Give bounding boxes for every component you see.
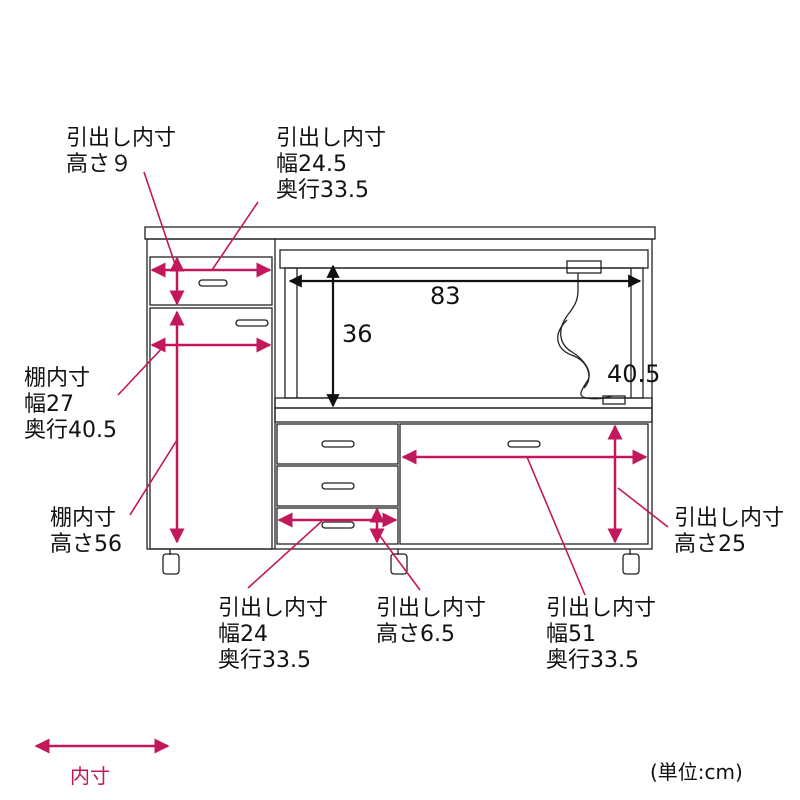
label-value: 高さ25 [674, 532, 746, 557]
label-value: 幅51 [546, 622, 596, 647]
label-value: 幅27 [24, 392, 74, 417]
large-drawer [399, 423, 649, 545]
legend-label: 内寸 [70, 764, 110, 788]
label-drawer-large-dims: 引出し内寸 幅51 奥行33.5 [546, 596, 656, 674]
open-area-dimensions [288, 264, 642, 408]
upper-rail [279, 249, 649, 269]
left-door [149, 307, 273, 550]
label-value: 奥行33.5 [218, 648, 311, 673]
caster-middle [390, 549, 408, 575]
small-drawer-2 [276, 465, 399, 507]
leader-drawer-small-height [376, 531, 421, 591]
leader-drawer-right-height [617, 487, 669, 528]
label-shelf-height: 棚内寸 高さ56 [50, 506, 122, 558]
label-value: 高さ56 [50, 532, 122, 557]
dim-height-open: 36 [342, 320, 373, 348]
label-title: 引出し内寸 [218, 596, 329, 621]
small-drawer-1 [276, 423, 399, 465]
leader-shelf-dims [117, 344, 166, 396]
dim-depth-open: 40.5 [607, 360, 661, 388]
left-door-handle [235, 319, 269, 327]
label-title: 引出し内寸 [66, 126, 177, 151]
slide-shelf-front [274, 397, 653, 409]
slide-shelf [274, 407, 653, 423]
dim-width-open: 83 [430, 282, 461, 310]
label-title: 棚内寸 [24, 366, 91, 391]
caster-left [162, 549, 180, 575]
small-drawer-1-handle [321, 440, 355, 448]
small-drawer-3 [276, 507, 399, 545]
label-drawer-top-dims: 引出し内寸 幅24.5 奥行33.5 [276, 126, 386, 204]
power-cord-loop [557, 319, 590, 389]
top-left-drawer-handle [198, 279, 228, 287]
label-drawer-right-height: 引出し内寸 高さ25 [674, 506, 784, 558]
caster-right [622, 549, 640, 575]
label-value: 高さ９ [66, 152, 133, 177]
label-value: 高さ6.5 [376, 622, 455, 647]
cabinet-body [144, 226, 656, 575]
top-board [144, 226, 656, 240]
label-value: 幅24.5 [276, 152, 347, 177]
leader-drawer-large-dims [526, 456, 586, 596]
label-drawer-top-height: 引出し内寸 高さ９ [66, 126, 176, 178]
label-value: 奥行33.5 [276, 178, 369, 203]
small-drawer-3-handle [321, 521, 355, 529]
label-value: 幅24 [218, 622, 268, 647]
label-value: 奥行40.5 [24, 418, 117, 443]
power-cord [560, 273, 613, 400]
top-left-drawer [149, 256, 273, 306]
outlet-plug [602, 395, 626, 405]
label-title: 棚内寸 [50, 506, 117, 531]
large-drawer-handle [507, 440, 541, 448]
label-title: 引出し内寸 [276, 126, 387, 151]
label-drawer-small-height: 引出し内寸 高さ6.5 [376, 596, 486, 648]
power-outlet [566, 260, 602, 274]
leader-shelf-height [129, 439, 178, 516]
leader-drawer-small-dims [247, 520, 323, 589]
label-title: 引出し内寸 [376, 596, 487, 621]
label-shelf-dims: 棚内寸 幅27 奥行40.5 [24, 366, 117, 444]
interior-dimension-arrows [117, 171, 669, 596]
cabinet-frame [146, 238, 653, 550]
small-drawer-2-handle [321, 482, 355, 490]
leader-drawer-top-dims [211, 201, 259, 271]
label-value: 奥行33.5 [546, 648, 639, 673]
leader-drawer-top-height [143, 171, 178, 271]
label-title: 引出し内寸 [546, 596, 657, 621]
label-title: 引出し内寸 [674, 506, 785, 531]
unit-note: (単位:cm) [650, 760, 743, 784]
label-drawer-small-dims: 引出し内寸 幅24 奥行33.5 [218, 596, 328, 674]
